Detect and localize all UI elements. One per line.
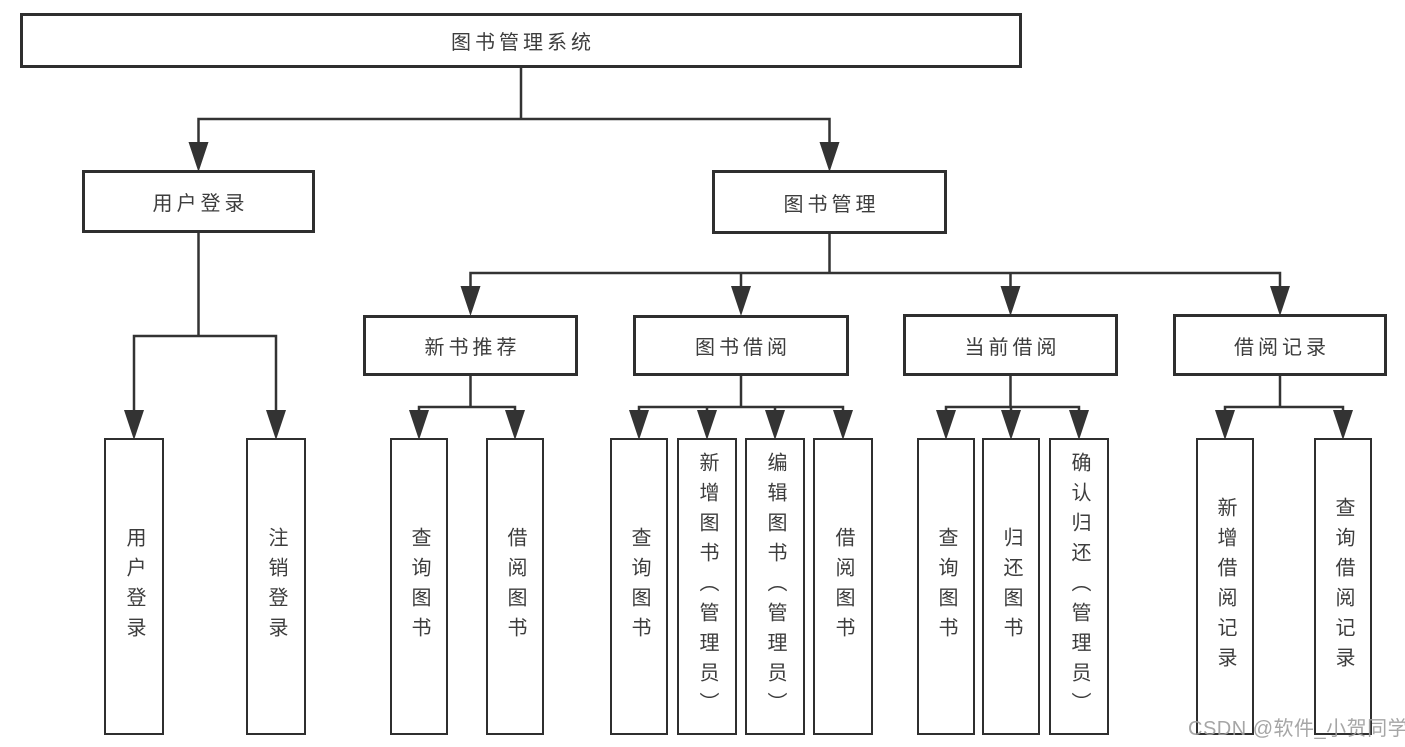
leaf-label: 查询图书 — [935, 526, 957, 647]
arrowhead-icon — [697, 410, 717, 440]
arrowhead-icon — [833, 410, 853, 440]
leaf-logout: 注销登录 — [246, 438, 306, 735]
leaf-label: 查询图书 — [408, 526, 430, 647]
leaf-return-book: 归还图书 — [982, 438, 1040, 735]
node-new-book-recommend: 新书推荐 — [363, 315, 578, 376]
leaf-query-book-current: 查询图书 — [917, 438, 975, 735]
arrowhead-icon — [409, 410, 429, 440]
arrowhead-icon — [819, 142, 840, 172]
node-root-system: 图书管理系统 — [20, 13, 1022, 68]
arrowheads — [124, 142, 1353, 440]
leaf-label: 注销登录 — [265, 526, 287, 647]
node-borrow-records: 借阅记录 — [1173, 314, 1387, 376]
leaf-label: 编辑图书（管理员） — [764, 451, 786, 722]
node-root-label: 图书管理系统 — [451, 32, 595, 54]
leaf-query-book-recommend: 查询图书 — [390, 438, 448, 735]
arrowhead-icon — [936, 410, 956, 440]
leaf-add-borrow-record: 新增借阅记录 — [1196, 438, 1254, 735]
leaf-add-book-admin: 新增图书（管理员） — [677, 438, 737, 735]
arrowhead-icon — [765, 410, 785, 440]
connector-new-book-recommend-branch — [417, 374, 517, 415]
leaf-confirm-return-admin: 确认归还（管理员） — [1049, 438, 1109, 735]
leaf-label: 借阅图书 — [832, 526, 854, 647]
leaf-borrow-book: 借阅图书 — [813, 438, 873, 735]
node-label: 新书推荐 — [424, 337, 521, 359]
leaf-label: 用户登录 — [123, 526, 145, 647]
node-label: 图书借阅 — [695, 337, 791, 359]
arrowhead-icon — [460, 286, 481, 316]
node-book-borrow: 图书借阅 — [633, 315, 849, 376]
leaf-label: 归还图书 — [1000, 526, 1022, 647]
node-user-login-branch: 用户登录 — [82, 170, 315, 233]
arrowhead-icon — [266, 410, 286, 440]
arrowhead-icon — [1270, 286, 1290, 316]
node-label: 当前借阅 — [964, 336, 1061, 359]
node-book-management-branch: 图书管理 — [712, 170, 947, 234]
connector-book-borrow-branch — [637, 374, 845, 415]
leaf-label: 新增图书（管理员） — [696, 451, 718, 722]
connector-user-login-branch — [132, 231, 278, 415]
arrowhead-icon — [505, 410, 525, 440]
arrowhead-icon — [1215, 410, 1235, 440]
leaf-query-borrow-record: 查询借阅记录 — [1314, 438, 1372, 735]
leaf-label: 借阅图书 — [504, 526, 526, 647]
node-label: 用户登录 — [152, 193, 249, 215]
arrowhead-icon — [124, 410, 144, 440]
arrowhead-icon — [1001, 410, 1021, 440]
connector-borrow-records-branch — [1223, 374, 1345, 415]
node-label: 借阅记录 — [1234, 336, 1330, 359]
arrowhead-icon — [1000, 286, 1021, 316]
connector-root-to-level1 — [197, 66, 831, 147]
leaf-label: 新增借阅记录 — [1214, 496, 1236, 677]
connector-book-management-branch — [469, 232, 1282, 291]
leaf-label: 确认归还（管理员） — [1068, 451, 1090, 722]
connector-current-borrow-branch — [944, 374, 1081, 415]
leaf-edit-book-admin: 编辑图书（管理员） — [745, 438, 805, 735]
csdn-watermark: CSDN @软件_小贺同学 — [1188, 718, 1405, 740]
node-label: 图书管理 — [783, 193, 880, 216]
arrowhead-icon — [629, 410, 649, 440]
arrowhead-icon — [188, 142, 209, 172]
node-current-borrow: 当前借阅 — [903, 314, 1118, 376]
arrowhead-icon — [1069, 410, 1089, 440]
leaf-label: 查询借阅记录 — [1332, 496, 1354, 677]
leaf-label: 查询图书 — [628, 526, 650, 647]
arrowhead-icon — [1333, 410, 1353, 440]
leaf-borrow-book-recommend: 借阅图书 — [486, 438, 544, 735]
leaf-user-login: 用户登录 — [104, 438, 164, 735]
arrowhead-icon — [731, 286, 751, 316]
leaf-query-book-borrow: 查询图书 — [610, 438, 668, 735]
